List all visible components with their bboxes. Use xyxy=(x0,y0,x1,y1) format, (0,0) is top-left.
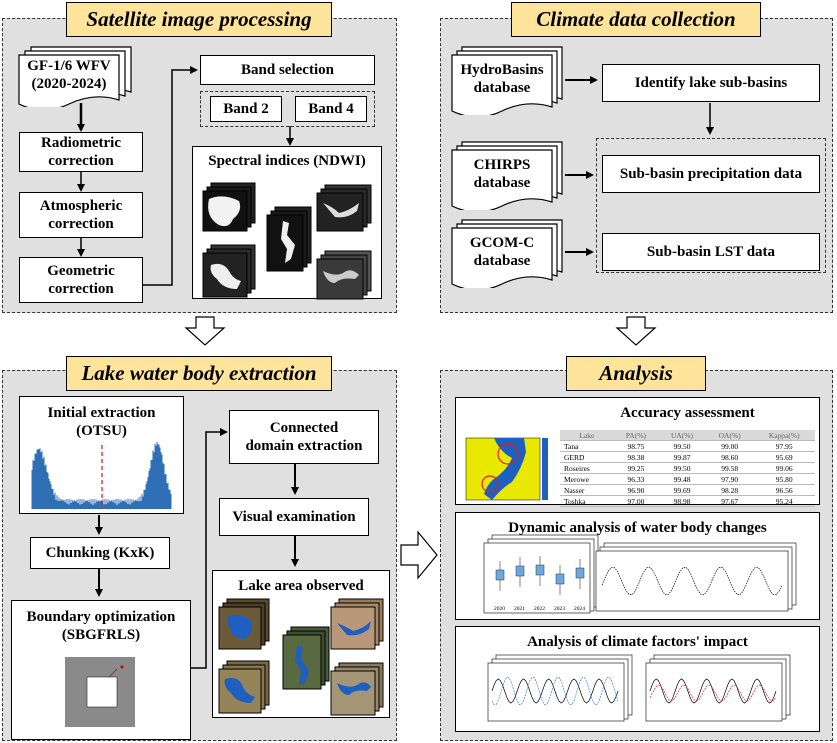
table-cell: 99.50 xyxy=(658,440,706,452)
climate-impact-box: Analysis of climate factors' impact xyxy=(455,626,820,732)
table-header-cell: Kappa(%) xyxy=(753,430,815,441)
gf-wfv-label: GF-1/6 WFV xyxy=(27,58,111,74)
spectral-indices-box: Spectral indices (NDWI) xyxy=(192,146,382,300)
band-4-box: Band 4 xyxy=(295,96,367,122)
accuracy-assessment-title: Accuracy assessment xyxy=(620,405,755,421)
table-cell: 97.00 xyxy=(613,495,659,507)
climate-impact-charts xyxy=(487,654,791,722)
table-cell: 99.58 xyxy=(705,462,754,474)
table-header-cell: OA(%) xyxy=(705,430,754,441)
gf-wfv-years: (2020-2024) xyxy=(31,76,107,92)
table-cell: 99.06 xyxy=(753,462,815,474)
band-2-box: Band 2 xyxy=(210,96,282,122)
gf-wfv-document: GF-1/6 WFV (2020-2024) xyxy=(17,45,137,107)
table-cell: 95.80 xyxy=(753,473,815,485)
table-cell: Merowe xyxy=(560,473,614,485)
table-cell: Nasser xyxy=(560,484,614,496)
table-cell: 99.00 xyxy=(705,440,754,452)
svg-text:2024: 2024 xyxy=(574,606,585,612)
initial-extraction-box: Initial extraction(OTSU) xyxy=(19,396,184,514)
table-cell: 99.87 xyxy=(658,451,706,463)
table-cell: 99.48 xyxy=(658,473,706,485)
table-cell: 97.67 xyxy=(705,495,754,507)
table-cell: Toshka xyxy=(560,495,614,507)
dynamic-analysis-box: Dynamic analysis of water body changes 2… xyxy=(455,512,820,620)
table-cell: 99.50 xyxy=(658,462,706,474)
otsu-histogram xyxy=(31,441,172,509)
table-cell: 96.33 xyxy=(613,473,659,485)
table-cell: 98.98 xyxy=(658,495,706,507)
precipitation-data-box: Sub-basin precipitation data xyxy=(602,155,820,193)
table-cell: 99.25 xyxy=(613,462,659,474)
lake-area-observed-box: Lake area observed xyxy=(212,570,390,718)
analysis-banner: Analysis xyxy=(566,356,706,391)
dynamic-analysis-charts: 2020 2021 2022 2023 2024 xyxy=(483,534,797,614)
table-cell: 98.38 xyxy=(613,451,659,463)
hydrobasins-label: HydroBasins xyxy=(460,62,544,78)
table-cell: 95.69 xyxy=(753,451,815,463)
chirps-label: CHIRPS xyxy=(473,157,531,173)
satellite-banner: Satellite image processing xyxy=(66,2,332,37)
table-header-cell: PA(%) xyxy=(613,430,659,441)
gcom-c-label: GCOM-C xyxy=(469,235,535,251)
initial-extraction-title: Initial extraction xyxy=(47,405,156,421)
svg-text:2022: 2022 xyxy=(534,606,545,612)
sbgfrls-schematic xyxy=(65,657,135,727)
boundary-optimization-box: Boundary optimization(SBGFRLS) xyxy=(11,600,191,740)
lake-image-stacks xyxy=(218,598,384,716)
table-cell: Roseires xyxy=(560,462,614,474)
table-cell: 96.90 xyxy=(613,484,659,496)
accuracy-map xyxy=(465,437,548,501)
svg-text:2023: 2023 xyxy=(554,606,565,612)
table-cell: 98.28 xyxy=(705,484,754,496)
climate-banner: Climate data collection xyxy=(511,2,761,37)
climate-impact-title: Analysis of climate factors' impact xyxy=(527,634,748,650)
table-header-cell: UA(%) xyxy=(658,430,706,441)
sub-basin-data-group xyxy=(596,138,826,273)
lake-area-observed-title: Lake area observed xyxy=(238,578,364,594)
table-cell: 98.75 xyxy=(613,440,659,452)
table-header-cell: Lake xyxy=(560,430,614,441)
table-cell: 97.95 xyxy=(753,440,815,452)
table-cell: 98.60 xyxy=(705,451,754,463)
identify-sub-basins-box: Identify lake sub-basins xyxy=(602,64,820,102)
visual-examination-box: Visual examination xyxy=(219,498,369,536)
lst-data-box: Sub-basin LST data xyxy=(602,233,820,271)
table-cell: GERD xyxy=(560,451,614,463)
svg-text:2021: 2021 xyxy=(514,606,525,612)
table-cell: 95.24 xyxy=(753,495,815,507)
table-cell: Tana xyxy=(560,440,614,452)
chunking-box: Chunking (KxK) xyxy=(30,537,170,569)
band-selection-box: Band selection xyxy=(200,55,375,85)
table-cell: 96.56 xyxy=(753,484,815,496)
svg-text:2020: 2020 xyxy=(494,606,505,612)
table-cell: 99.69 xyxy=(658,484,706,496)
lake-banner: Lake water body extraction xyxy=(66,356,332,391)
dynamic-analysis-title: Dynamic analysis of water body changes xyxy=(508,520,767,536)
boundary-optimization-title: Boundary optimization xyxy=(26,609,176,625)
ndwi-image-stacks xyxy=(202,182,372,300)
band-group xyxy=(200,91,375,127)
table-cell: 97.90 xyxy=(705,473,754,485)
spectral-indices-title: Spectral indices (NDWI) xyxy=(208,153,366,169)
